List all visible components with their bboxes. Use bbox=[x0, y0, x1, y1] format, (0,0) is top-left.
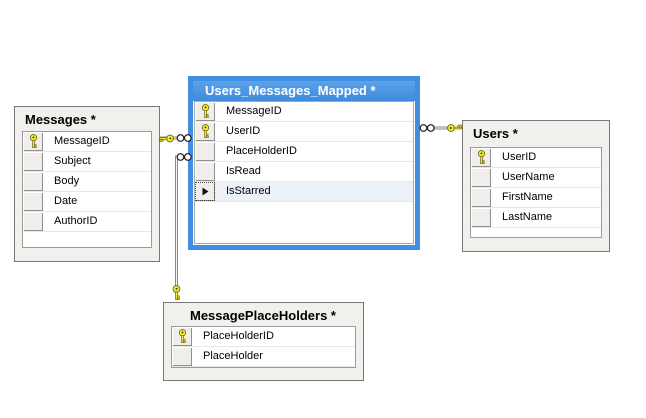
column-name: PlaceHolderID bbox=[203, 330, 274, 342]
one-end-key-icon bbox=[158, 134, 174, 143]
column-name: AuthorID bbox=[54, 215, 98, 227]
column-name: LastName bbox=[502, 211, 553, 223]
primary-key-icon bbox=[471, 148, 491, 167]
blank-row-icon bbox=[23, 152, 43, 171]
blank-row-icon bbox=[23, 172, 43, 191]
column-name: IsStarred bbox=[226, 185, 271, 197]
table-title: MessagePlaceHolders * bbox=[190, 308, 336, 323]
blank-row-icon bbox=[471, 188, 491, 207]
table-row[interactable]: PlaceHolderID bbox=[172, 327, 355, 347]
table-title: Users * bbox=[473, 126, 518, 141]
table-row[interactable]: FirstName bbox=[471, 188, 601, 208]
column-name: UserID bbox=[502, 151, 537, 163]
blank-row-icon bbox=[471, 168, 491, 187]
table-row[interactable]: Subject bbox=[23, 152, 151, 172]
many-end-infinity-icon bbox=[419, 124, 435, 132]
blank-row-icon bbox=[195, 142, 215, 161]
table-row[interactable]: PlaceHolderID bbox=[195, 142, 413, 162]
column-grid: UserID UserName FirstName LastName bbox=[470, 147, 602, 238]
blank-row-icon bbox=[471, 208, 491, 227]
relationship-users-to-mapped[interactable] bbox=[419, 124, 463, 132]
table-row[interactable]: UserID bbox=[471, 148, 601, 168]
one-end-key-icon bbox=[172, 285, 181, 301]
table-title: Users_Messages_Mapped * bbox=[193, 81, 415, 101]
column-grid: MessageID UserID PlaceHolderID IsRead Is… bbox=[194, 101, 414, 244]
table-row[interactable]: UserID bbox=[195, 122, 413, 142]
column-name: Subject bbox=[54, 155, 91, 167]
blank-row-icon bbox=[23, 212, 43, 231]
table-row[interactable]: Body bbox=[23, 172, 151, 192]
table-row[interactable]: LastName bbox=[471, 208, 601, 228]
table-users[interactable]: Users * UserID UserName FirstName LastNa… bbox=[462, 120, 610, 252]
column-name: MessageID bbox=[54, 135, 110, 147]
one-end-key-icon bbox=[447, 124, 463, 132]
column-grid: MessageID Subject Body Date AuthorID bbox=[22, 131, 152, 248]
primary-key-icon bbox=[195, 122, 215, 141]
row-selector-icon bbox=[195, 182, 215, 201]
table-row[interactable]: AuthorID bbox=[23, 212, 151, 232]
column-name: Date bbox=[54, 195, 78, 207]
column-name: PlaceHolderID bbox=[226, 145, 297, 157]
table-row[interactable]: PlaceHolder bbox=[172, 347, 355, 367]
column-name: UserName bbox=[502, 171, 555, 183]
table-row[interactable]: MessageID bbox=[195, 102, 413, 122]
table-row[interactable]: IsRead bbox=[195, 162, 413, 182]
column-name: Body bbox=[54, 175, 80, 187]
primary-key-icon bbox=[23, 132, 43, 151]
relationship-messages-to-mapped[interactable] bbox=[158, 134, 192, 143]
blank-row-icon bbox=[172, 347, 192, 366]
table-row-selected[interactable]: IsStarred bbox=[195, 182, 413, 202]
table-messages[interactable]: Messages * MessageID Subject Body Date A… bbox=[14, 106, 160, 262]
table-message-place-holders[interactable]: MessagePlaceHolders * PlaceHolderID Plac… bbox=[163, 302, 364, 381]
table-row[interactable]: MessageID bbox=[23, 132, 151, 152]
table-row[interactable]: UserName bbox=[471, 168, 601, 188]
column-name: MessageID bbox=[226, 105, 282, 117]
table-users-messages-mapped[interactable]: Users_Messages_Mapped * MessageID UserID… bbox=[188, 76, 420, 250]
column-name: IsRead bbox=[226, 165, 261, 177]
column-name: UserID bbox=[226, 125, 261, 137]
blank-row-icon bbox=[195, 162, 215, 181]
table-row[interactable]: Date bbox=[23, 192, 151, 212]
blank-row-icon bbox=[23, 192, 43, 211]
column-name: FirstName bbox=[502, 191, 553, 203]
table-title: Messages * bbox=[25, 112, 96, 127]
column-grid: PlaceHolderID PlaceHolder bbox=[171, 326, 356, 368]
column-name: PlaceHolder bbox=[203, 350, 263, 362]
primary-key-icon bbox=[195, 102, 215, 121]
primary-key-icon bbox=[172, 327, 192, 346]
